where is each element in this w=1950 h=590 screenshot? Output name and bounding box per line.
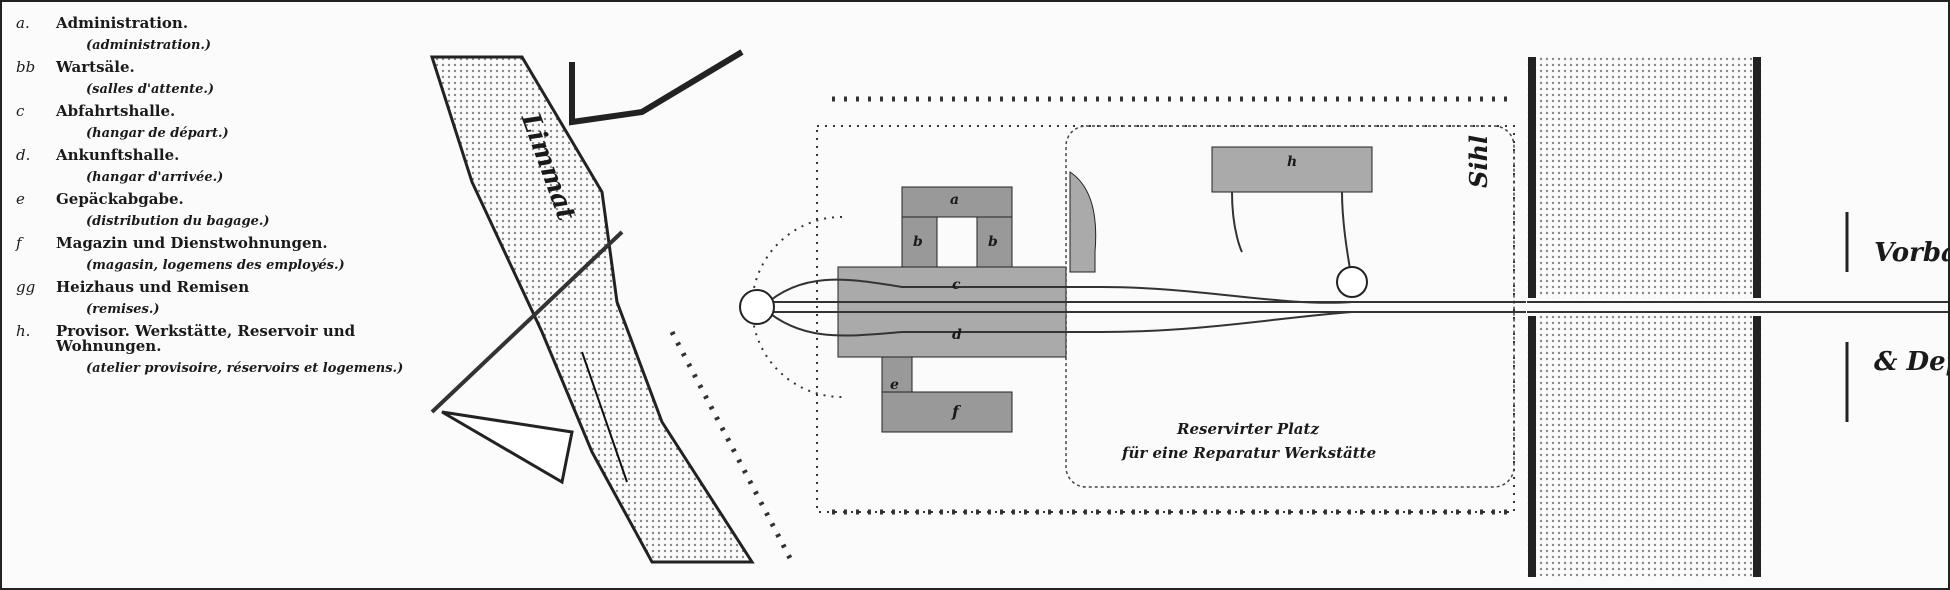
legend-item: bb Wartsäle. (salles d'attente.) [16, 58, 436, 97]
legend-german: Heizhaus und Remisen [56, 278, 250, 296]
legend-item: f Magazin und Dienstwohnungen. (magasin,… [16, 234, 436, 273]
reserved-area [1065, 125, 1515, 488]
building-h-label: h [1287, 154, 1298, 170]
building-f [881, 391, 1013, 433]
legend-key: h. [16, 322, 31, 340]
legend-item: a. Administration. (administration.) [16, 14, 436, 53]
building-b2 [976, 216, 1013, 268]
building-b2-label: b [988, 234, 998, 250]
vorbahnhof-label: Vorba [1874, 238, 1950, 268]
legend-item: d. Ankunftshalle. (hangar d'arrivée.) [16, 146, 436, 185]
legend-german: Wartsäle. [56, 58, 135, 76]
legend-french: (administration.) [86, 38, 212, 53]
legend: a. Administration. (administration.) bb W… [16, 16, 436, 383]
legend-german: Administration. [56, 14, 189, 32]
legend-german: Magazin und Dienstwohnungen. [56, 234, 328, 252]
building-e-label: e [890, 377, 899, 393]
tree-row-diagonal [669, 330, 795, 564]
legend-item: c Abfahrtshalle. (hangar de départ.) [16, 102, 436, 141]
river-island [441, 410, 574, 485]
limmat-river [429, 55, 755, 564]
legend-french: (magasin, logemens des employés.) [86, 258, 345, 273]
legend-french: (hangar d'arrivée.) [86, 170, 224, 185]
legend-key: a. [16, 14, 30, 32]
turntable-loop [751, 216, 843, 398]
reserved-label-1: Reservirter Platz [1177, 420, 1319, 438]
depot-label: & Dep [1874, 347, 1948, 377]
bridge [430, 230, 624, 414]
legend-item: h. Provisor. Werkstätte, Reservoir und W… [16, 322, 436, 376]
legend-german: Gepäckabgabe. [56, 190, 184, 208]
legend-key: gg [16, 278, 36, 296]
building-h [1069, 171, 1097, 273]
building-d-label: d [952, 327, 962, 343]
flow-arrow [581, 351, 628, 483]
legend-german: Ankunftshalle. [56, 146, 180, 164]
building-b1-label: b [913, 234, 923, 250]
legend-item: gg Heizhaus und Remisen (remises.) [16, 278, 436, 317]
engine-shed [1211, 146, 1373, 193]
bank-wall [569, 49, 744, 126]
legend-french: (hangar de départ.) [86, 126, 229, 141]
legend-german: Abfahrtshalle. [56, 102, 176, 120]
legend-key: e [16, 190, 25, 208]
legend-french: (salles d'attente.) [86, 82, 215, 97]
building-c-label: c [952, 277, 961, 293]
legend-key: d. [16, 146, 31, 164]
legend-key: f [16, 234, 22, 252]
legend-german: Provisor. Werkstätte, Reservoir und Wohn… [56, 322, 356, 355]
legend-key: c [16, 102, 25, 120]
turntable-west [739, 289, 775, 325]
building-f-label: f [952, 402, 959, 421]
legend-french: (distribution du bagage.) [86, 214, 270, 229]
sihl-bridge [1526, 298, 1762, 316]
legend-key: bb [16, 58, 36, 76]
legend-item: e Gepäckabgabe. (distribution du bagage.… [16, 190, 436, 229]
legend-french: (remises.) [86, 302, 160, 317]
reserved-label-2: für eine Reparatur Werkstätte [1122, 444, 1377, 462]
sihl-label: Sihl [1464, 134, 1494, 189]
building-a-label: a [950, 192, 960, 208]
turntable-east [1336, 266, 1368, 298]
legend-french: (atelier provisoire, réservoirs et logem… [86, 361, 404, 376]
sihl-river [1526, 57, 1762, 577]
building-a [901, 186, 1013, 218]
